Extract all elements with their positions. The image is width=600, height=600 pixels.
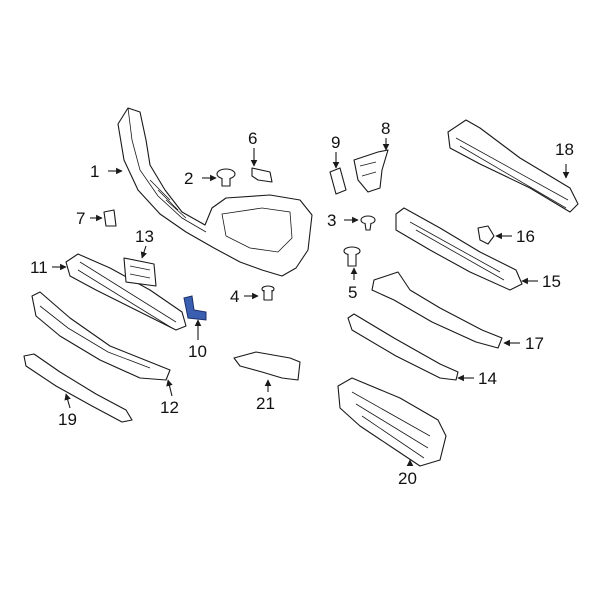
callout-6: 6 [248, 129, 257, 148]
callout-17: 17 [525, 334, 544, 353]
callout-20: 20 [398, 469, 417, 488]
callout-3: 3 [327, 211, 336, 230]
part-6-bracket[interactable] [251, 167, 273, 183]
leader-lines [52, 138, 570, 466]
callout-1: 1 [90, 162, 99, 181]
part-14-absorber[interactable] [347, 313, 459, 381]
callout-11: 11 [30, 258, 48, 277]
part-12-lower-valance[interactable] [31, 291, 171, 381]
callout-4: 4 [230, 287, 239, 306]
leader-12 [166, 379, 173, 397]
part-10-bracket-highlighted[interactable] [183, 295, 207, 321]
callout-8: 8 [381, 119, 390, 138]
callout-21: 21 [256, 394, 275, 413]
callout-labels: 1 2 3 4 5 6 7 8 9 10 11 12 13 14 15 16 1… [30, 119, 574, 488]
callout-14: 14 [478, 369, 497, 388]
part-18-reinforcement-beam[interactable] [447, 119, 579, 213]
part-7-retainer[interactable] [103, 209, 117, 227]
part-11-lower-grille[interactable] [65, 253, 187, 331]
part-16-sensor[interactable] [477, 225, 495, 245]
callout-13: 13 [135, 227, 154, 246]
callout-15: 15 [542, 272, 561, 291]
part-20-skid-plate[interactable] [337, 377, 447, 467]
callout-9: 9 [331, 133, 340, 152]
callout-19: 19 [58, 410, 77, 429]
part-4-screw[interactable] [261, 285, 275, 301]
callout-2: 2 [184, 169, 193, 188]
part-9-bracket[interactable] [329, 167, 347, 195]
leader-13 [140, 245, 148, 259]
part-8-side-bracket[interactable] [353, 149, 389, 193]
part-21-fog-bracket[interactable] [233, 351, 301, 381]
part-3-push-pin[interactable] [360, 215, 376, 231]
callout-16: 16 [516, 227, 535, 246]
part-15-energy-absorber[interactable] [395, 207, 523, 291]
part-13-license-bracket[interactable] [123, 257, 157, 287]
part-19-trim-strip[interactable] [23, 353, 133, 423]
callout-12: 12 [160, 398, 179, 417]
callout-18: 18 [555, 140, 574, 159]
part-1-bumper-cover[interactable] [117, 107, 313, 277]
part-5-bolt[interactable] [343, 246, 361, 267]
callout-5: 5 [348, 283, 357, 302]
callout-10: 10 [188, 342, 207, 361]
leader-19 [64, 393, 71, 409]
part-2-clip[interactable] [216, 168, 236, 187]
part-17-support-bar[interactable] [371, 271, 503, 349]
callout-7: 7 [76, 209, 85, 228]
